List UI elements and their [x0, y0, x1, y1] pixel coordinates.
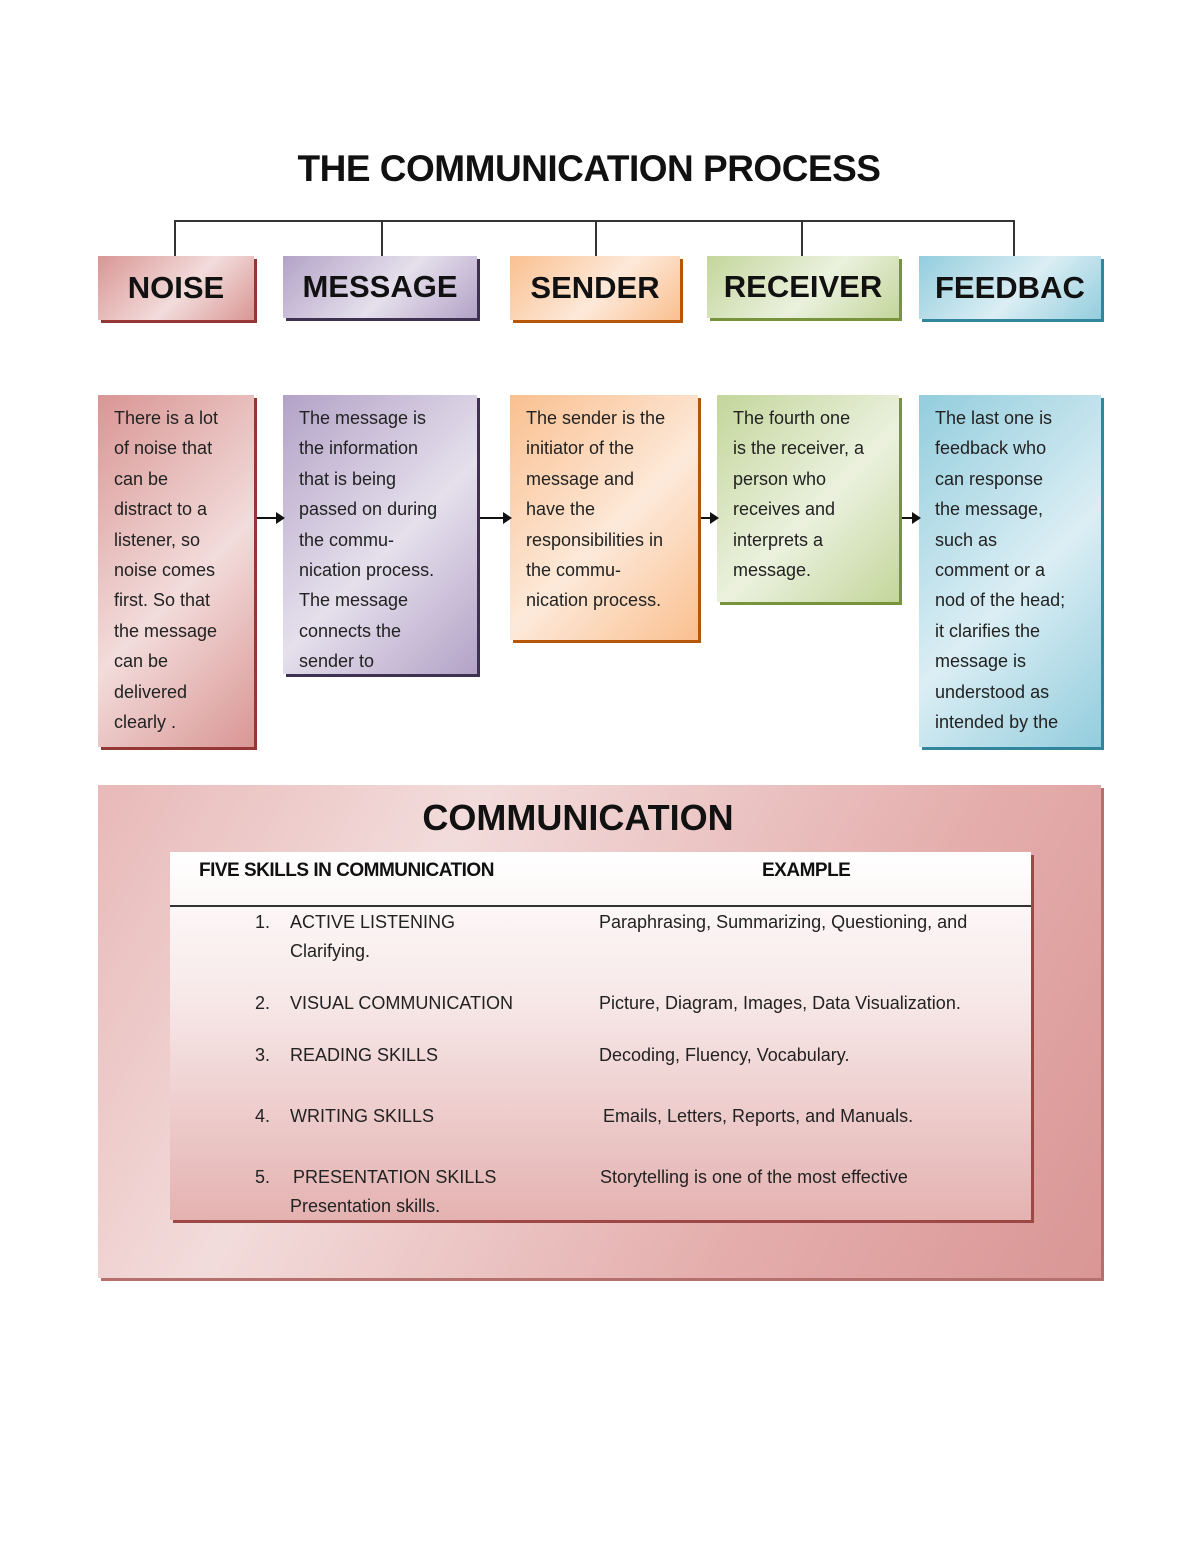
desc-line: can response — [935, 468, 1044, 489]
col-header-skills: FIVE SKILLS IN COMMUNICATION — [199, 860, 494, 881]
desc-line: comment or a — [935, 560, 1046, 581]
connector-line — [174, 220, 176, 256]
desc-line: is the receiver, a — [733, 438, 865, 459]
arrow-icon — [480, 512, 512, 524]
desc-line: The message — [299, 590, 409, 611]
header-message: MESSAGE — [283, 256, 477, 318]
desc-line: noise comes — [114, 560, 216, 581]
skills-table: FIVE SKILLS IN COMMUNICATION EXAMPLE 1. A… — [170, 852, 1031, 1220]
desc-line: The fourth one — [733, 408, 851, 428]
row-number: 1. — [255, 912, 271, 932]
desc-line: that is being — [299, 468, 397, 489]
row-skill: PRESENTATION SKILLS — [293, 1167, 497, 1187]
arrow-icon — [257, 512, 285, 524]
desc-line: There is a lot — [114, 408, 219, 428]
row-number: 3. — [255, 1045, 271, 1065]
desc-line: have the — [526, 499, 596, 520]
desc-line: nication process. — [526, 590, 662, 611]
desc-line: listener, so — [114, 529, 201, 550]
desc-line: the commu- — [526, 560, 622, 581]
connector-line — [1013, 220, 1015, 256]
desc-line: nod of the head; — [935, 590, 1066, 611]
desc-line: distract to a — [114, 499, 208, 520]
connector-line — [595, 220, 597, 256]
header-feedback: FEEDBAC — [919, 256, 1101, 319]
desc-feedback: The last one is feedback who can response t… — [919, 395, 1101, 747]
desc-line: responsibilities in — [526, 529, 664, 550]
desc-receiver: The fourth one is the receiver, a person w… — [717, 395, 899, 602]
header-receiver: RECEIVER — [707, 256, 899, 318]
row-example: Storytelling is one of the most effectiv… — [600, 1167, 908, 1187]
row-number: 4. — [255, 1106, 271, 1126]
communication-title: COMMUNICATION — [422, 797, 734, 838]
desc-line: initiator of the — [526, 438, 635, 459]
desc-line: delivered — [114, 681, 188, 702]
communication-panel: COMMUNICATION FIVE SKILLS IN COMMUNICATI… — [98, 785, 1101, 1278]
col-header-example: EXAMPLE — [762, 860, 851, 881]
header-sender: SENDER — [510, 256, 680, 320]
desc-line: receives and — [733, 499, 836, 520]
row-skill: WRITING SKILLS — [290, 1106, 435, 1126]
connector-line — [381, 220, 383, 256]
desc-line: understood as — [935, 681, 1050, 702]
desc-line: The message is — [299, 408, 427, 428]
desc-line: clearly . — [114, 712, 177, 733]
desc-line: intended by the — [935, 712, 1059, 733]
desc-line: the message — [114, 620, 218, 641]
header-noise: NOISE — [98, 256, 254, 320]
desc-line: The last one is — [935, 408, 1053, 428]
desc-line: interprets a — [733, 529, 824, 550]
desc-line: nication process. — [299, 560, 435, 581]
desc-line: message is — [935, 651, 1027, 672]
arrow-icon — [902, 512, 921, 524]
desc-line: message. — [733, 560, 812, 581]
desc-line: can be — [114, 468, 169, 489]
row-example: Picture, Diagram, Images, Data Visualiza… — [599, 993, 961, 1013]
row-example: Paraphrasing, Summarizing, Questioning, … — [599, 912, 968, 932]
desc-line: The sender is the — [526, 408, 666, 428]
desc-line: of noise that — [114, 438, 213, 459]
desc-line: message and — [526, 468, 635, 489]
header-divider — [170, 905, 1031, 907]
row-example: Decoding, Fluency, Vocabulary. — [599, 1045, 850, 1065]
connector-line — [801, 220, 803, 256]
desc-line: can be — [114, 651, 169, 672]
desc-line: feedback who — [935, 438, 1047, 459]
desc-message: The message is the information that is bei… — [283, 395, 477, 674]
desc-line: the commu- — [299, 529, 395, 550]
desc-noise: There is a lot of noise that can be distrac… — [98, 395, 254, 747]
row-example: Emails, Letters, Reports, and Manuals. — [603, 1106, 914, 1126]
desc-line: such as — [935, 529, 998, 550]
row-skill: VISUAL COMMUNICATION — [290, 993, 514, 1013]
row-skill-continued: Clarifying. — [290, 941, 371, 961]
desc-line: first. So that — [114, 590, 211, 611]
row-skill-continued: Presentation skills. — [290, 1196, 441, 1216]
desc-sender: The sender is the initiator of the message… — [510, 395, 698, 640]
arrow-icon — [701, 512, 719, 524]
row-skill: READING SKILLS — [290, 1045, 439, 1065]
row-skill: ACTIVE LISTENING — [290, 912, 456, 932]
desc-line: it clarifies the — [935, 620, 1041, 641]
desc-line: passed on during — [299, 499, 438, 520]
row-number: 2. — [255, 993, 271, 1013]
desc-line: connects the — [299, 620, 402, 641]
desc-line: the information — [299, 438, 419, 459]
row-number: 5. — [255, 1167, 271, 1187]
desc-line: person who — [733, 468, 827, 489]
page-title: THE COMMUNICATION PROCESS — [297, 148, 881, 189]
desc-line: sender to — [299, 651, 375, 672]
desc-line: the message, — [935, 499, 1044, 520]
